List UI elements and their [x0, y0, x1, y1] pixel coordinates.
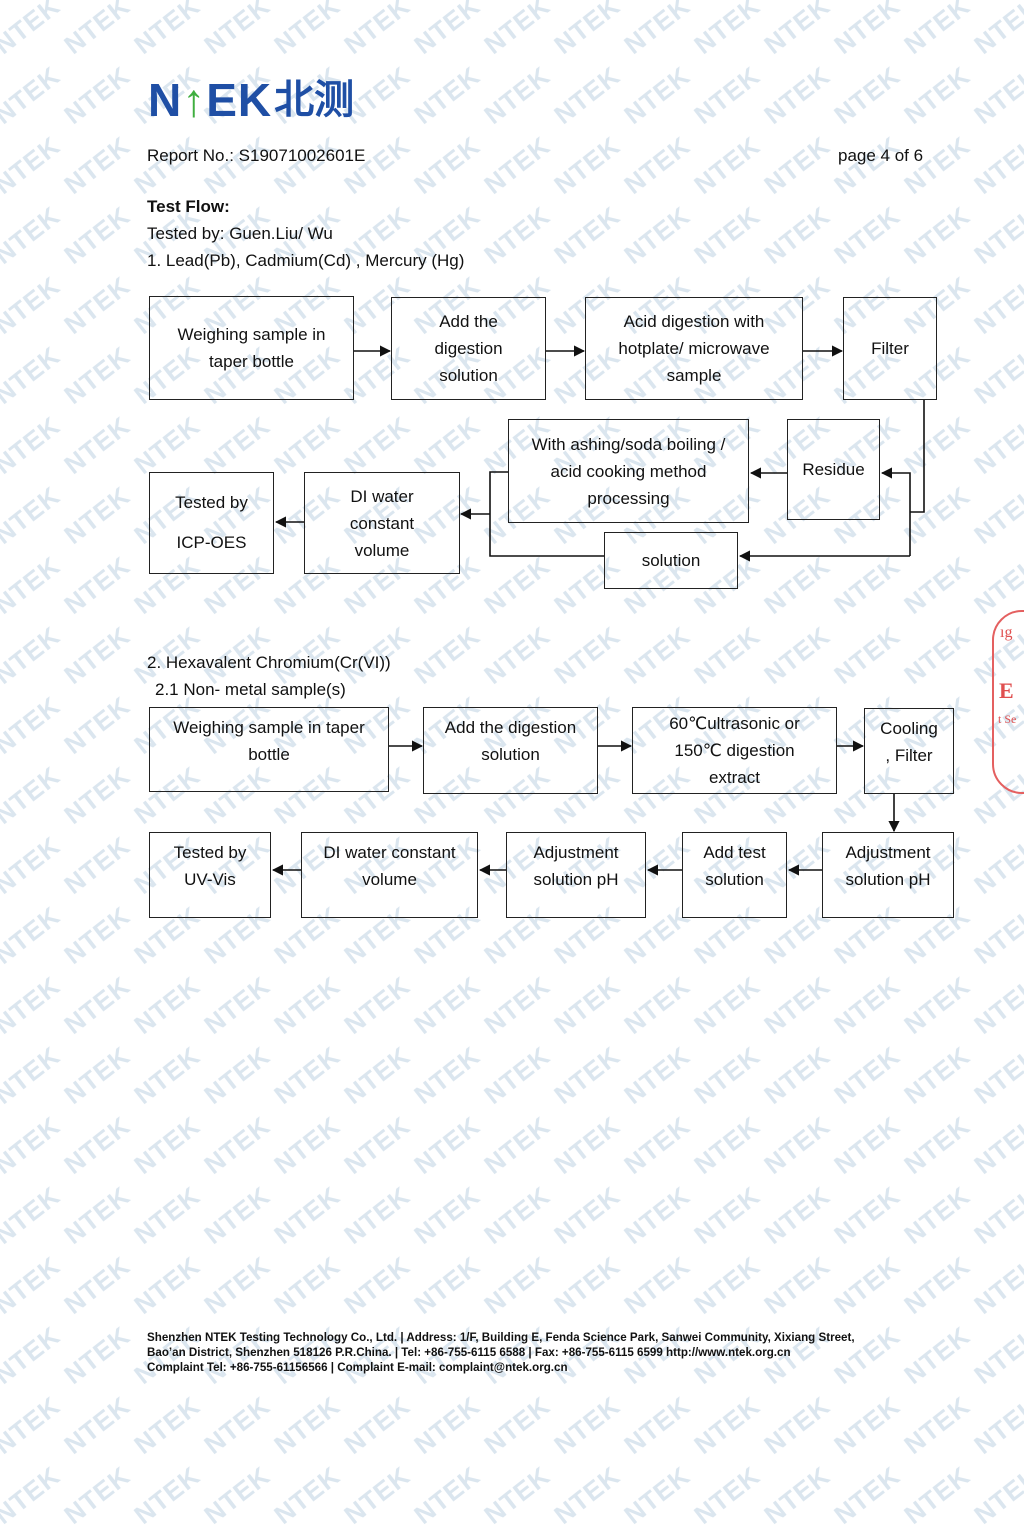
box-filter: Filter — [843, 297, 937, 400]
box-tested-icp: Tested by ICP-OES — [149, 472, 274, 574]
stamp-text-low: t Se — [998, 712, 1017, 726]
watermark-text: NTEK — [548, 1460, 626, 1530]
logo-latin-ek: EK — [206, 74, 273, 126]
box-cr-weighing: Weighing sample in taper bottle — [149, 707, 389, 792]
logo-chinese: 北测 — [274, 77, 355, 123]
watermark-text: NTEK — [688, 1460, 766, 1530]
report-label: Report No.: — [147, 146, 239, 165]
stamp-text-top: ıg — [1000, 624, 1013, 641]
box-cr-add-digestion: Add the digestion solution — [423, 707, 598, 794]
footer-line-1: Shenzhen NTEK Testing Technology Co., Lt… — [147, 1331, 855, 1344]
footer-line-2: Bao’an District, Shenzhen 518126 P.R.Chi… — [147, 1346, 791, 1359]
box-cr-adjust-ph-2: Adjustment solution pH — [506, 832, 646, 918]
box-ashing-processing: With ashing/soda boiling / acid cooking … — [508, 419, 749, 523]
box-cr-cooling-filter: Cooling , Filter — [864, 708, 954, 794]
watermark-text: NTEK — [968, 1460, 1024, 1530]
box-residue: Residue — [787, 419, 880, 520]
box-di-water: DI water constant volume — [304, 472, 460, 574]
watermark-text: NTEK — [828, 1460, 906, 1530]
box-cr-adjust-ph-1: Adjustment solution pH — [822, 832, 954, 918]
section1-title: 1. Lead(Pb), Cadmium(Cd) , Mercury (Hg) — [147, 251, 465, 270]
box-weighing-sample: Weighing sample in taper bottle — [149, 296, 354, 400]
watermark-text: NTEK — [618, 1460, 696, 1530]
logo-arrow-t: ↑ — [182, 77, 206, 123]
box-add-digestion: Add the digestion solution — [391, 297, 546, 400]
box-cr-ultrasonic: 60℃ultrasonic or 150℃ digestion extract — [632, 707, 837, 794]
watermark-text: NTEK — [58, 1460, 136, 1530]
section2-subtitle: 2.1 Non- metal sample(s) — [155, 680, 346, 699]
box-acid-digestion: Acid digestion with hotplate/ microwave … — [585, 297, 803, 400]
section2-title: 2. Hexavalent Chromium(Cr(VI)) — [147, 653, 391, 672]
watermark-text: NTEK — [0, 1460, 66, 1530]
watermark-text: NTEK — [758, 1460, 836, 1530]
watermark-text: NTEK — [128, 1460, 206, 1530]
watermark-text: NTEK — [268, 1460, 346, 1530]
box-cr-tested-uv: Tested by UV-Vis — [149, 832, 271, 918]
box-cr-di-water: DI water constant volume — [301, 832, 478, 918]
report-number: S19071002601E — [238, 146, 366, 165]
test-flow-heading: Test Flow: — [147, 197, 230, 216]
red-stamp: ıg E t Se — [992, 610, 1024, 794]
box-cr-add-test: Add test solution — [682, 832, 787, 918]
up-arrow-icon: ↑ — [182, 74, 207, 126]
watermark-text: NTEK — [408, 1460, 486, 1530]
tested-by: Tested by: Guen.Liu/ Wu — [147, 224, 333, 243]
stamp-text-mid: E — [999, 678, 1014, 703]
report-number-line: Report No.: S19071002601E — [147, 146, 365, 166]
page-indicator: page 4 of 6 — [838, 146, 924, 165]
watermark-text: NTEK — [198, 1460, 276, 1530]
watermark-text: NTEK — [478, 1460, 556, 1530]
watermark-text: NTEK — [898, 1460, 976, 1530]
footer: Shenzhen NTEK Testing Technology Co., Lt… — [147, 1330, 947, 1375]
footer-line-3: Complaint Tel: +86-755-61156566 | Compla… — [147, 1361, 568, 1374]
logo-latin-n: N — [148, 74, 183, 126]
box-solution: solution — [604, 532, 738, 589]
watermark-text: NTEK — [338, 1460, 416, 1530]
